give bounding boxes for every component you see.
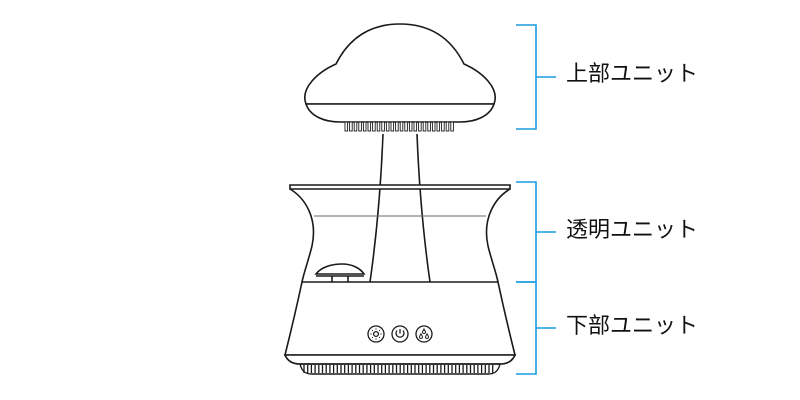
transparent-unit [289, 184, 511, 283]
cap-tooth [418, 121, 422, 132]
cap-tooth [344, 121, 349, 132]
cap-tooth [436, 121, 441, 132]
label-top-unit: 上部ユニット [566, 62, 699, 87]
cap-tooth [349, 121, 353, 132]
cap-tooth [450, 121, 454, 132]
cap-tooth [395, 121, 399, 132]
cap-dome [304, 23, 496, 105]
drops-button-ring [415, 325, 433, 343]
drop-2 [419, 332, 423, 339]
cap-tooth [431, 121, 436, 132]
base-vent-grille [299, 363, 501, 375]
brightness-button-ring [367, 325, 385, 343]
cap-tooth [404, 121, 408, 132]
bowl-right-side [485, 188, 511, 283]
bottom-unit [283, 281, 517, 365]
cap-tooth [445, 121, 450, 132]
center-stem [369, 133, 431, 283]
bracket-bottom-unit [516, 281, 556, 375]
cap-tooth [381, 121, 385, 132]
bowl-left-side [289, 188, 315, 283]
cap-tooth [390, 121, 395, 132]
bracket-transparent-unit [516, 181, 556, 283]
drop-3 [425, 332, 429, 339]
cap-tooth [399, 121, 404, 132]
base-footer [283, 354, 517, 365]
cap-tooth [441, 121, 445, 132]
power-symbol-arc [395, 330, 405, 338]
inner-nozzle-cap [314, 263, 366, 275]
label-bottom-unit: 下部ユニット [566, 314, 699, 339]
brightness-rays [370, 328, 382, 340]
top-unit-cap [304, 23, 496, 123]
cap-tooth [427, 121, 431, 132]
cap-bottom [304, 103, 496, 123]
bowl-rim [289, 184, 511, 190]
cap-tooth [422, 121, 427, 132]
brightness-sun-core [372, 330, 380, 338]
cap-tooth [413, 121, 418, 132]
drop-1 [422, 327, 426, 335]
water-drops-icon[interactable] [415, 325, 433, 343]
cap-tooth [358, 121, 362, 132]
stem-right-edge [416, 133, 431, 283]
stem-left-edge [369, 133, 384, 283]
brightness-icon[interactable] [367, 325, 385, 343]
cap-tooth [353, 121, 358, 132]
label-transparent-unit: 透明ユニット [566, 218, 699, 243]
power-icon[interactable] [391, 325, 409, 343]
cap-tooth [408, 121, 413, 132]
power-button-ring [391, 325, 409, 343]
cap-tooth [367, 121, 372, 132]
cap-nozzle-teeth [344, 121, 454, 132]
bracket-top-unit [516, 24, 556, 130]
cap-tooth [372, 121, 376, 132]
cap-tooth [362, 121, 367, 132]
cap-tooth [385, 121, 390, 132]
base-body [283, 281, 517, 356]
cap-tooth [376, 121, 381, 132]
vent-outline [299, 363, 501, 375]
